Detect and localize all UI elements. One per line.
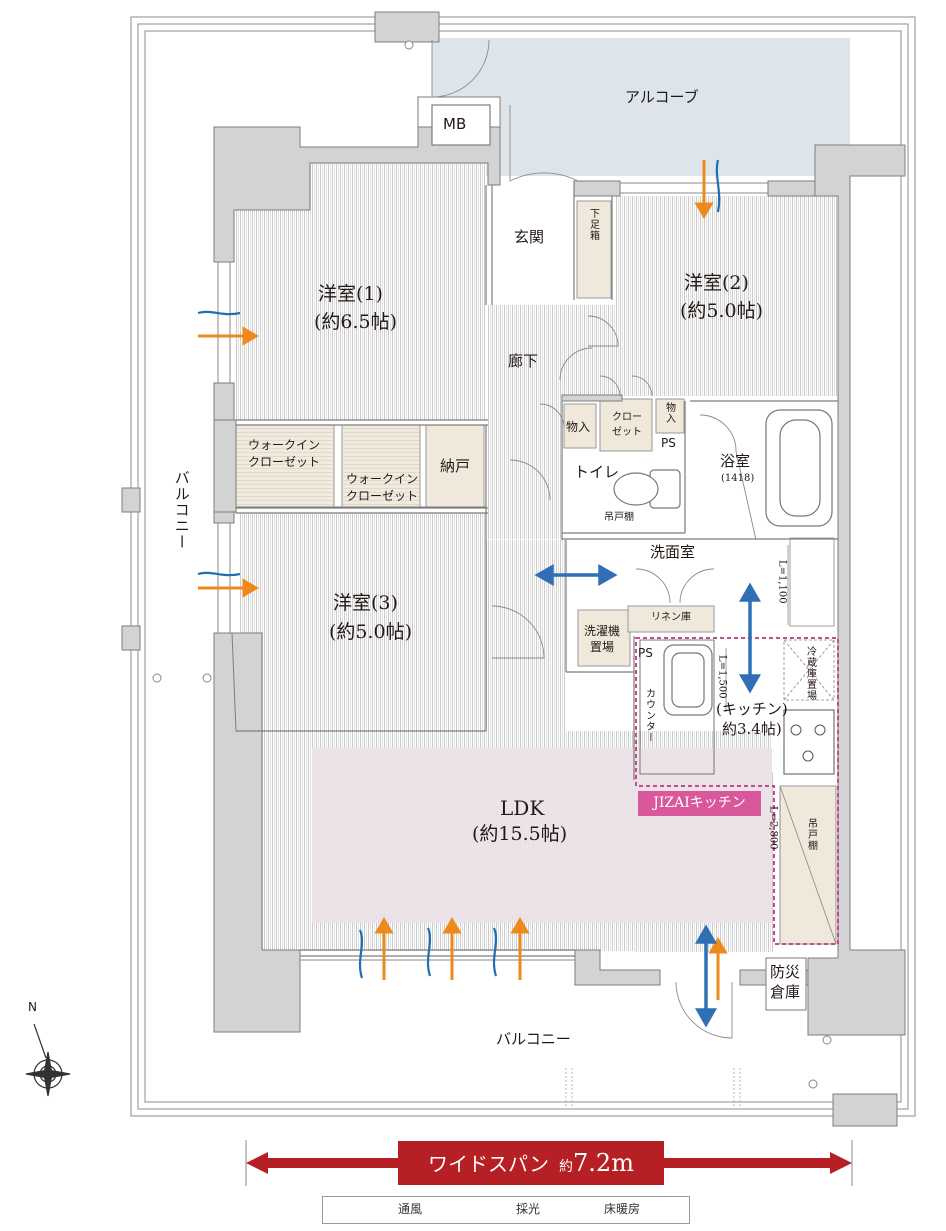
- toilet-fixture: [613, 469, 681, 509]
- alcove-area: [432, 38, 850, 176]
- ventilation-marks: [197, 159, 721, 979]
- stove-fixture: [783, 709, 835, 775]
- room3-size: (約5.0帖): [329, 621, 413, 643]
- kitchen-shelf-label: 吊戸棚: [805, 818, 817, 851]
- washer-line1: 洗濯機: [584, 624, 621, 638]
- closet-line1: クロー: [612, 412, 642, 423]
- room2-name: 洋室(2): [684, 272, 749, 294]
- windows: [217, 182, 768, 961]
- legend-floor-heating: 床暖房: [604, 1202, 641, 1216]
- linen-label: リネン庫: [651, 612, 691, 623]
- toilet-label: トイレ: [574, 463, 620, 481]
- kitchen-size: 約3.4帖): [722, 720, 782, 738]
- closet-line2: ゼット: [612, 427, 642, 438]
- balcony-details: [565, 1068, 741, 1108]
- partitions: [236, 104, 838, 957]
- room1-size: (約6.5帖): [314, 311, 398, 333]
- counter-shape: [639, 639, 715, 775]
- balcony-side-label: バルコニー: [172, 470, 191, 550]
- jizai-kitchen-badge: JIZAIキッチン: [638, 791, 761, 816]
- legend: [322, 1196, 690, 1224]
- alcove-label: アルコーブ: [625, 88, 699, 106]
- storage-right-label: 物入: [663, 402, 675, 424]
- washroom-label: 洗面室: [650, 543, 696, 561]
- ps-lower-label: PS: [638, 646, 653, 660]
- bousai-line1: 防災: [770, 963, 801, 981]
- wide-span-approx: 約: [559, 1159, 574, 1175]
- double-arrows: [534, 563, 762, 1028]
- ps-upper-label: PS: [661, 436, 676, 450]
- room1-name: 洋室(1): [318, 283, 383, 305]
- fridge-label: 冷蔵庫置場: [804, 646, 816, 701]
- ldk-name: LDK: [500, 796, 545, 820]
- wide-span-text: ワイドスパン: [428, 1152, 550, 1176]
- bath-name: 浴室: [720, 452, 751, 470]
- compass-icon: [25, 1023, 71, 1097]
- wic2-line2: クローゼット: [346, 489, 419, 503]
- upper-shelf: [779, 537, 837, 945]
- floor-heating-area: [312, 748, 772, 923]
- room2-size: (約5.0帖): [680, 300, 764, 322]
- washer-line2: 置場: [590, 640, 615, 654]
- wide-span-value: 7.2m: [573, 1149, 634, 1177]
- dim-l1500: L=1,500: [716, 655, 728, 699]
- legend-ventilation: 通風: [398, 1202, 423, 1216]
- bath-size: (1418): [721, 473, 755, 484]
- dim-l1100: L=1,100: [776, 560, 788, 604]
- dim-l2800: L=2,800: [767, 806, 779, 850]
- shoe-cabinet-label: 下足箱: [587, 208, 599, 241]
- bousai-line2: 倉庫: [770, 983, 801, 1001]
- legend-daylight: 採光: [516, 1202, 541, 1216]
- daylight-arrows: [198, 160, 728, 1000]
- sink-fixture: [663, 644, 713, 716]
- hallway-label: 廊下: [508, 352, 539, 370]
- ldk-size: (約15.5帖): [472, 823, 568, 845]
- genkan-label: 玄関: [514, 228, 545, 246]
- bathtub: [765, 409, 833, 527]
- wic1-line1: ウォークイン: [248, 438, 321, 452]
- balcony-bottom-label: バルコニー: [496, 1030, 571, 1048]
- kitchen-name: (キッチン): [716, 700, 788, 718]
- toilet-shelf-label: 吊戸棚: [604, 512, 634, 523]
- wide-span-bar: [245, 1140, 853, 1186]
- dimension-lines: [725, 545, 789, 880]
- wide-span-label: ワイドスパン約7.2m: [398, 1141, 664, 1185]
- kitchen-dashed-outline: [635, 637, 839, 945]
- counter-label: カウンター: [643, 688, 655, 743]
- wic1-line2: クローゼット: [248, 455, 321, 469]
- compass-north-label: N: [28, 1000, 37, 1014]
- wic2-line1: ウォークイン: [346, 472, 419, 486]
- storage-left-label: 物入: [566, 420, 591, 434]
- drains: [152, 40, 832, 1089]
- mb-label: MB: [443, 115, 467, 133]
- room3-name: 洋室(3): [333, 592, 398, 614]
- bousai-storage-box: [765, 957, 807, 1011]
- nando-label: 納戸: [440, 457, 471, 475]
- fridge-space: [783, 639, 835, 701]
- balcony-outline: [130, 16, 916, 1117]
- door-swings: [431, 39, 757, 1039]
